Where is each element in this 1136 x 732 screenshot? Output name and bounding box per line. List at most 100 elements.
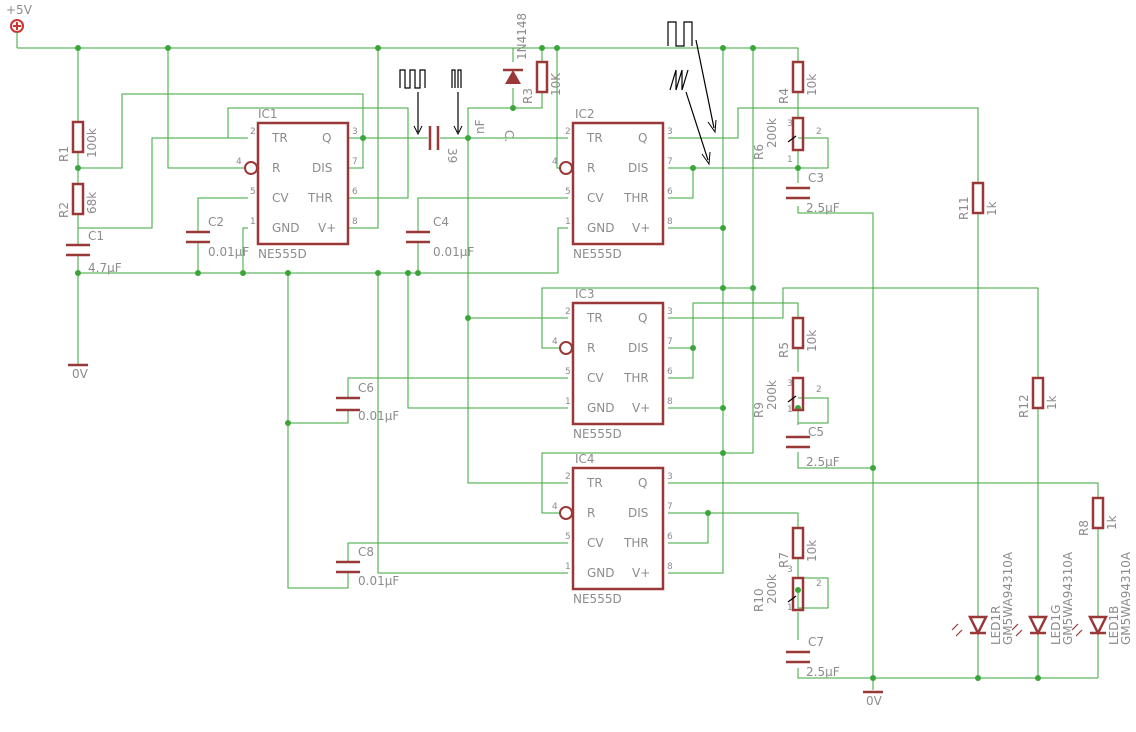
capacitor-c5: C5 2.5µF [786, 425, 840, 469]
svg-text:CV: CV [587, 191, 604, 205]
svg-text:7: 7 [667, 502, 673, 512]
svg-text:39: 39 [445, 148, 459, 163]
svg-text:3: 3 [667, 127, 673, 137]
svg-text:Q: Q [638, 476, 647, 490]
ic4-name: IC4 [575, 452, 595, 466]
capacitor-coupling: 39 nF C. [428, 119, 516, 163]
svg-text:GM5WA94310A: GM5WA94310A [1061, 551, 1075, 645]
potentiometer-r10: 3 2 1 R10 200k [752, 565, 822, 613]
svg-text:CV: CV [587, 371, 604, 385]
svg-text:8: 8 [667, 562, 673, 572]
svg-text:GM5WA94310A: GM5WA94310A [1001, 551, 1015, 645]
svg-text:V+: V+ [632, 221, 650, 235]
svg-text:3: 3 [787, 565, 793, 575]
ic4: IC4 NE555D TR R CV GND Q DIS THR V+ 2 4 … [552, 452, 673, 606]
svg-text:10K: 10K [549, 72, 563, 96]
svg-text:0.01µF: 0.01µF [208, 245, 249, 259]
waveform-square-annotation-2 [667, 21, 717, 166]
svg-text:200k: 200k [765, 574, 779, 604]
svg-text:100k: 100k [85, 128, 99, 158]
svg-text:V+: V+ [632, 566, 650, 580]
svg-text:R10: R10 [752, 588, 766, 612]
svg-text:4.7µF: 4.7µF [88, 261, 122, 275]
wires [17, 47, 1099, 690]
ground-symbol-bottom: 0V [863, 690, 883, 708]
svg-text:5: 5 [565, 532, 571, 542]
ground-symbol-left: 0V [68, 363, 89, 381]
svg-text:5: 5 [565, 367, 571, 377]
svg-text:2: 2 [565, 127, 571, 137]
svg-text:C1: C1 [88, 229, 104, 243]
svg-text:R: R [587, 161, 595, 175]
svg-text:7: 7 [667, 157, 673, 167]
svg-text:2: 2 [565, 472, 571, 482]
svg-text:CV: CV [587, 536, 604, 550]
svg-text:3: 3 [787, 119, 793, 129]
svg-text:1k: 1k [1045, 395, 1059, 410]
svg-text:4: 4 [236, 157, 242, 167]
svg-text:7: 7 [667, 337, 673, 347]
svg-text:TR: TR [586, 311, 603, 325]
svg-text:0.01µF: 0.01µF [358, 574, 399, 588]
svg-text:V+: V+ [632, 401, 650, 415]
capacitor-c2: C2 0.01µF [186, 215, 249, 259]
svg-text:4: 4 [552, 157, 558, 167]
svg-text:DIS: DIS [312, 161, 332, 175]
ic3: IC3 NE555D TR R CV GND Q DIS THR V+ 2 4 … [552, 287, 673, 441]
svg-text:Q: Q [322, 131, 331, 145]
svg-text:3: 3 [352, 127, 358, 137]
svg-text:2.5µF: 2.5µF [806, 665, 840, 679]
svg-text:R6: R6 [752, 144, 766, 160]
svg-text:200k: 200k [765, 380, 779, 410]
svg-text:5: 5 [565, 187, 571, 197]
resistor-r8: R8 1k [1077, 496, 1119, 536]
svg-text:3: 3 [667, 472, 673, 482]
svg-text:1: 1 [250, 217, 256, 227]
ic4-type: NE555D [573, 592, 622, 606]
capacitor-c1: C1 4.7µF [66, 229, 122, 275]
svg-text:R: R [272, 161, 280, 175]
resistor-r12: R12 1k [1017, 376, 1059, 418]
svg-text:C3: C3 [808, 171, 824, 185]
svg-text:1k: 1k [985, 201, 999, 216]
waveform-pulse-annotation [451, 69, 463, 136]
svg-text:4: 4 [552, 337, 558, 347]
capacitor-c6: C6 0.01µF [336, 381, 399, 423]
resistor-r1: R1 100k [57, 120, 99, 162]
svg-text:6: 6 [667, 187, 673, 197]
svg-text:C4: C4 [433, 215, 449, 229]
svg-text:R8: R8 [1077, 520, 1091, 536]
svg-text:2: 2 [816, 127, 822, 137]
svg-text:1: 1 [565, 562, 571, 572]
svg-text:2: 2 [816, 579, 822, 589]
resistor-r3: R3 10K [521, 60, 563, 104]
svg-text:R3: R3 [521, 88, 535, 104]
svg-text:R: R [587, 506, 595, 520]
svg-text:8: 8 [667, 397, 673, 407]
svg-text:4: 4 [552, 502, 558, 512]
ic1: IC1 NE555D TR R CV GND Q DIS THR V+ 2 4 … [236, 107, 358, 261]
svg-text:CV: CV [272, 191, 289, 205]
svg-text:THR: THR [307, 191, 333, 205]
svg-text:TR: TR [586, 476, 603, 490]
svg-text:C5: C5 [808, 425, 824, 439]
svg-text:10k: 10k [805, 330, 819, 352]
svg-text:GND: GND [272, 221, 300, 235]
resistor-r2: R2 68k [57, 182, 99, 218]
led-red: LED1R GM5WA94310A [951, 551, 1015, 645]
svg-text:1: 1 [565, 217, 571, 227]
svg-text:TR: TR [271, 131, 288, 145]
svg-text:1: 1 [787, 155, 793, 165]
resistor-r7: R7 10k [777, 526, 819, 568]
svg-text:nF: nF [473, 119, 487, 134]
ic2: IC2 NE555D TR R CV GND Q DIS THR V+ 2 4 … [552, 107, 673, 261]
svg-text:R12: R12 [1017, 394, 1031, 418]
svg-text:0.01µF: 0.01µF [433, 245, 474, 259]
supply-terminal: +5V [6, 3, 33, 48]
svg-text:1: 1 [787, 603, 793, 613]
svg-text:DIS: DIS [628, 341, 648, 355]
svg-text:6: 6 [667, 532, 673, 542]
svg-text:1N4148: 1N4148 [515, 13, 529, 60]
resistor-r11: R11 1k [957, 181, 999, 220]
svg-text:C6: C6 [358, 381, 374, 395]
